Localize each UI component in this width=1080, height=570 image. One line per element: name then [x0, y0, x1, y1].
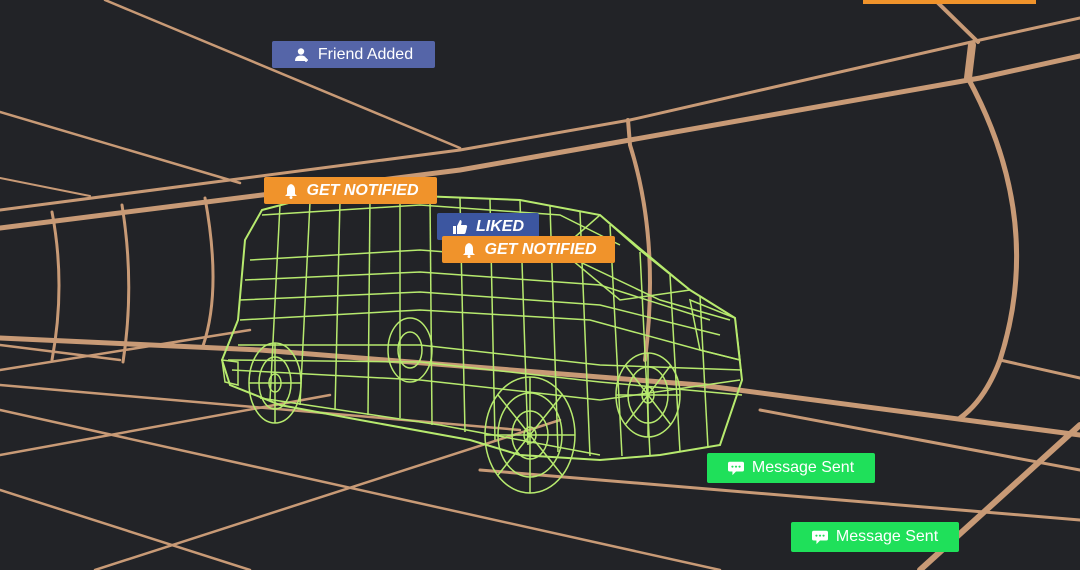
bell-icon — [283, 183, 299, 199]
get-notified-label: GET NOTIFIED — [484, 240, 597, 258]
thumbs-up-icon — [452, 219, 468, 235]
user-add-icon — [294, 47, 310, 63]
message-sent-label: Message Sent — [751, 459, 855, 476]
liked-badge: LIKED — [437, 213, 539, 240]
get-notified-label: GET NOTIFIED — [306, 181, 419, 199]
van-wheels — [248, 317, 681, 494]
chat-bubble-icon — [727, 460, 744, 476]
liked-label: LIKED — [476, 217, 524, 235]
get-notified-badge: GET NOTIFIED — [442, 236, 615, 263]
get-notified-badge: GET NOTIFIED — [264, 177, 437, 204]
message-sent-badge: Message Sent — [791, 522, 959, 552]
message-sent-label: Message Sent — [835, 528, 939, 545]
friend-added-label: Friend Added — [317, 45, 414, 63]
message-sent-badge: Message Sent — [707, 453, 875, 483]
friend-added-badge: Friend Added — [272, 41, 435, 68]
top-orange-bar — [863, 0, 1036, 4]
bell-icon — [461, 242, 477, 258]
chat-bubble-icon — [811, 529, 828, 545]
